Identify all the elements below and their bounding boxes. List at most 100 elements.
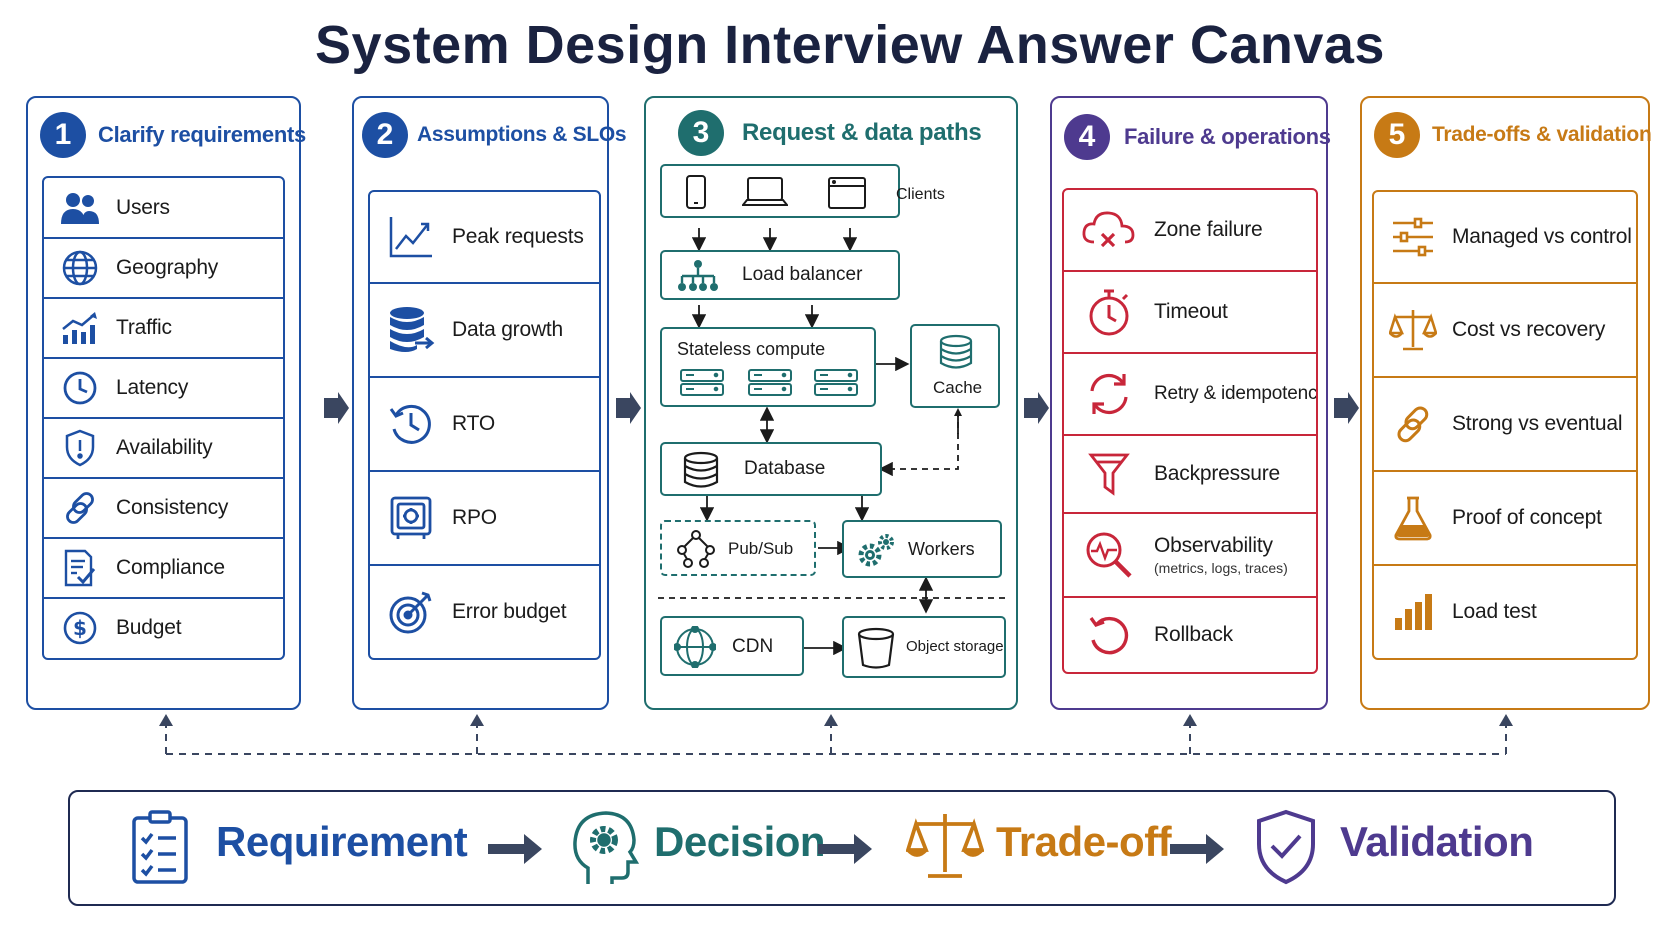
scale-icon bbox=[1374, 307, 1452, 353]
dollar-icon: $ bbox=[44, 610, 116, 646]
list-item: Rollback bbox=[1064, 598, 1316, 672]
object-storage-box: Object storage bbox=[842, 616, 1006, 678]
panel-title: Trade-offs & validation bbox=[1432, 123, 1652, 146]
rollback-icon bbox=[1064, 612, 1154, 658]
list-item-label: Traffic bbox=[116, 316, 172, 339]
list-item-label: Users bbox=[116, 195, 170, 219]
history-clock-icon bbox=[370, 401, 452, 447]
observability-text: Observability (metrics, logs, traces) bbox=[1154, 534, 1288, 576]
step-number-badge: 3 bbox=[678, 110, 724, 156]
flow-arrow-icon bbox=[616, 392, 641, 424]
workers-label: Workers bbox=[908, 539, 975, 559]
shield-icon bbox=[44, 429, 116, 467]
target-icon bbox=[370, 589, 452, 635]
list-item: Consistency bbox=[44, 479, 283, 539]
stateless-compute-label: Stateless compute bbox=[677, 339, 826, 359]
tradeoffs-list: Managed vs control Cost vs recovery Stro… bbox=[1372, 190, 1638, 660]
panel-title: Clarify requirements bbox=[98, 122, 306, 147]
list-item: Zone failure bbox=[1064, 190, 1316, 272]
list-item: Availability bbox=[44, 419, 283, 479]
cache-label: Cache bbox=[933, 378, 983, 397]
flow-arrow-icon bbox=[1024, 392, 1049, 424]
panel-assumptions-slos: 2 Assumptions & SLOs Peak requests Data … bbox=[352, 96, 627, 710]
list-item-label: RTO bbox=[452, 412, 495, 435]
database-box: Database bbox=[660, 442, 882, 496]
step-number-badge: 4 bbox=[1064, 114, 1110, 160]
flow-arrow-icon bbox=[324, 392, 349, 424]
bar-chart-icon bbox=[1374, 592, 1452, 632]
link-icon bbox=[44, 489, 116, 527]
globe-icon bbox=[44, 250, 116, 286]
list-item: Latency bbox=[44, 359, 283, 419]
load-balancer-label: Load balancer bbox=[742, 264, 863, 285]
panel-clarify-requirements: 1 Clarify requirements Users Geography T… bbox=[26, 96, 306, 710]
server-icon bbox=[814, 369, 858, 396]
cache-database-icon bbox=[939, 334, 973, 369]
assumptions-list: Peak requests Data growth RTO RPO Error … bbox=[368, 190, 601, 660]
clients-label: Clients bbox=[896, 186, 945, 203]
shield-check-icon bbox=[1257, 809, 1315, 885]
link-icon bbox=[1374, 403, 1452, 445]
flask-icon bbox=[1374, 495, 1452, 541]
scale-icon bbox=[906, 814, 984, 878]
mobile-phone-icon bbox=[686, 175, 706, 209]
bucket-icon bbox=[857, 627, 895, 669]
document-check-icon bbox=[44, 549, 116, 587]
vault-icon bbox=[370, 495, 452, 541]
cache-box: Cache bbox=[910, 324, 1000, 408]
list-item-label: Cost vs recovery bbox=[1452, 318, 1606, 341]
step-number-badge: 2 bbox=[362, 112, 408, 158]
line-chart-icon bbox=[370, 215, 452, 259]
panel-title: Assumptions & SLOs bbox=[417, 123, 627, 146]
flow-step-requirement: Requirement bbox=[216, 818, 468, 865]
pubsub-icon bbox=[677, 530, 715, 568]
list-item: Retry & idempotency bbox=[1064, 354, 1316, 436]
svg-text:$: $ bbox=[73, 616, 87, 640]
list-item: Load test bbox=[1374, 566, 1636, 658]
list-item: Traffic bbox=[44, 299, 283, 359]
failure-list: Zone failure Timeout Retry & idempotency… bbox=[1062, 188, 1318, 674]
server-icon bbox=[748, 369, 792, 396]
list-item: Error budget bbox=[370, 566, 599, 658]
page-title: System Design Interview Answer Canvas bbox=[315, 15, 1385, 75]
step-number-badge: 1 bbox=[40, 112, 86, 158]
panel-failure-operations: 4 Failure & operations Zone failure Time… bbox=[1050, 96, 1331, 710]
panel-request-data-paths: 3 Request & data paths bbox=[644, 96, 1018, 710]
list-item-label: Budget bbox=[116, 615, 182, 639]
stateless-compute-box: Stateless compute bbox=[660, 327, 876, 407]
stopwatch-icon bbox=[1064, 287, 1154, 337]
list-item: Backpressure bbox=[1064, 436, 1316, 514]
decision-flow-bar: Requirement Decision Trade-off Validatio… bbox=[68, 790, 1616, 906]
flow-step-decision: Decision bbox=[654, 818, 826, 865]
object-storage-label: Object storage bbox=[906, 638, 1004, 655]
list-item-label: Consistency bbox=[116, 496, 229, 519]
load-balancer-box: Load balancer bbox=[660, 250, 900, 300]
list-item: RTO bbox=[370, 378, 599, 472]
list-item-label: RPO bbox=[452, 506, 497, 529]
gears-icon bbox=[858, 534, 894, 567]
list-item: Timeout bbox=[1064, 272, 1316, 354]
database-export-icon bbox=[370, 305, 452, 355]
list-item: Users bbox=[44, 178, 283, 239]
browser-window-icon bbox=[828, 177, 866, 209]
list-item: Cost vs recovery bbox=[1374, 284, 1636, 378]
list-item-label: Observability bbox=[1154, 534, 1273, 557]
list-item-label: Latency bbox=[116, 376, 189, 399]
data-path-connectors bbox=[658, 228, 1006, 656]
list-item-label: Compliance bbox=[116, 556, 225, 579]
list-item-label: Strong vs eventual bbox=[1452, 412, 1623, 435]
retry-icon bbox=[1064, 370, 1154, 418]
list-item: Compliance bbox=[44, 539, 283, 599]
arrow-right-icon bbox=[1170, 834, 1224, 864]
list-item-label: Managed vs control bbox=[1452, 225, 1632, 248]
arrow-right-icon bbox=[488, 834, 542, 864]
laptop-icon bbox=[742, 177, 788, 206]
panel-tradeoffs-validation: 5 Trade-offs & validation Managed vs con… bbox=[1360, 96, 1652, 710]
pubsub-box: Pub/Sub bbox=[660, 520, 816, 576]
requirements-list: Users Geography Traffic Latency Availabi… bbox=[42, 176, 285, 660]
magnifier-pulse-icon bbox=[1064, 530, 1154, 580]
list-item-label: Zone failure bbox=[1154, 218, 1263, 241]
cdn-box: CDN bbox=[660, 616, 804, 676]
list-item: Geography bbox=[44, 239, 283, 299]
